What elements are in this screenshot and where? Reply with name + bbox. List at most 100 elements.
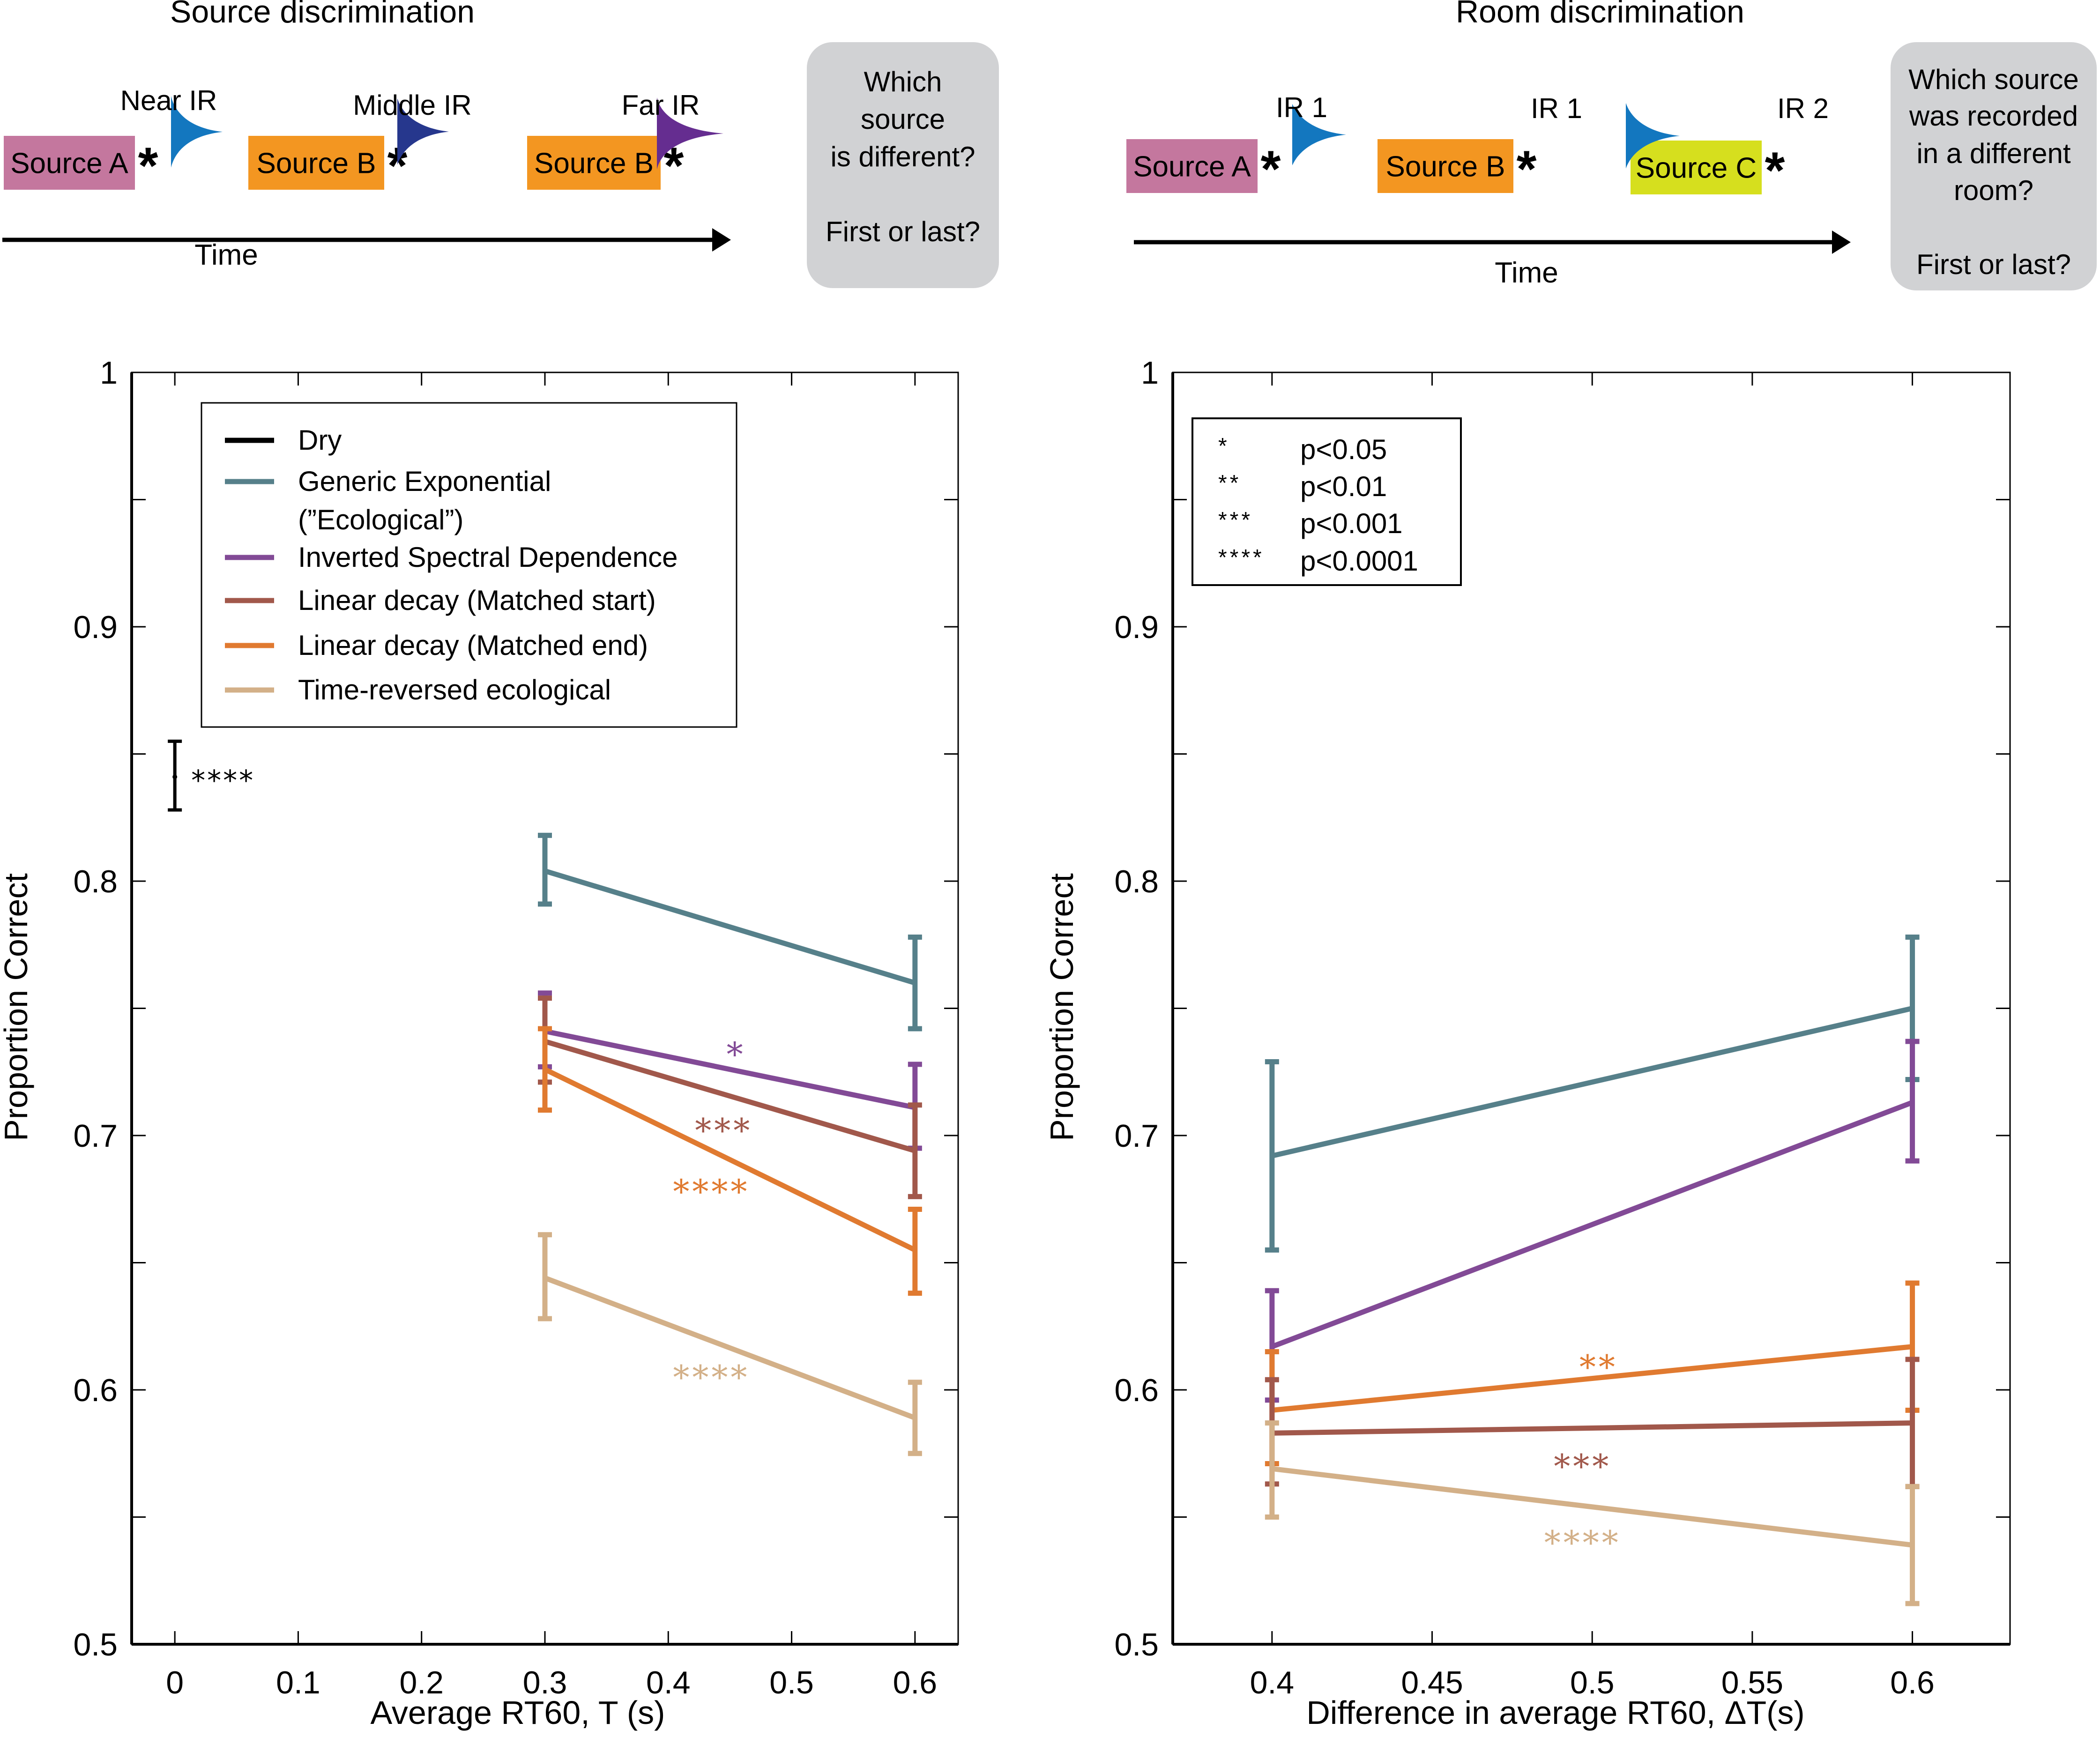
convolution-symbol: * xyxy=(1261,141,1281,198)
series-line xyxy=(544,1067,916,1253)
data-point xyxy=(1270,1154,1273,1158)
y-tick-label: 0.5 xyxy=(73,1627,118,1663)
series-line xyxy=(544,868,916,986)
legend-label: Linear decay (Matched end) xyxy=(298,630,648,661)
legend-label: (”Ecological”) xyxy=(298,504,463,535)
y-axis-label: Proportion Correct xyxy=(0,873,34,1141)
question-bubble xyxy=(807,42,999,288)
y-tick-label: 0.6 xyxy=(1114,1373,1159,1408)
question-text: source xyxy=(861,104,945,135)
question-text: Which xyxy=(864,66,942,97)
convolution-symbol: * xyxy=(1765,142,1785,200)
y-tick-label: 0.8 xyxy=(73,864,118,899)
data-point xyxy=(913,981,916,985)
data-point xyxy=(544,869,546,873)
data-point xyxy=(1270,1345,1273,1348)
data-point xyxy=(913,1149,916,1152)
time-label: Time xyxy=(1495,257,1558,289)
significance-stars: **** xyxy=(673,1358,750,1396)
data-point xyxy=(544,1277,546,1280)
impulse-response-icon xyxy=(1626,103,1680,169)
y-tick-label: 0.7 xyxy=(73,1118,118,1154)
series-line xyxy=(1272,1344,1913,1413)
arrow-head-icon xyxy=(1832,230,1851,254)
y-tick-label: 0.9 xyxy=(1114,609,1159,645)
significance-key-stars: ** xyxy=(1218,471,1241,496)
significance-key: *p<0.05**p<0.01***p<0.001****p<0.0001 xyxy=(1191,417,1462,586)
significance-key-label: p<0.05 xyxy=(1300,434,1387,465)
significance-stars: *** xyxy=(695,1112,752,1150)
y-axis-label: Proportion Correct xyxy=(1043,873,1080,1141)
convolution-symbol: * xyxy=(138,137,158,195)
ir-label: Far IR xyxy=(622,89,700,121)
x-axis-label: Average RT60, T (s) xyxy=(370,1694,665,1731)
impulse-response-icon xyxy=(1292,104,1346,165)
source-box xyxy=(1631,141,1762,194)
x-tick-label: 0.5 xyxy=(1570,1665,1615,1700)
series-line xyxy=(1272,1466,1913,1548)
question-text: Which source xyxy=(1908,64,2078,95)
y-tick-label: 0.5 xyxy=(1114,1627,1159,1663)
question-text: in a different xyxy=(1916,138,2070,169)
series-line xyxy=(544,1039,916,1153)
legend-label: Time-reversed ecological xyxy=(298,674,611,705)
question-text: First or last? xyxy=(826,216,980,247)
question-text: room? xyxy=(1954,175,2033,206)
x-tick-label: 0.1 xyxy=(276,1665,320,1700)
series-line xyxy=(1271,1006,1913,1158)
y-tick-label: 0.7 xyxy=(1114,1118,1159,1154)
y-tick-label: 0.8 xyxy=(1114,864,1159,899)
data-point xyxy=(1911,1007,1914,1010)
source-label: Source C xyxy=(1636,152,1757,185)
room-discrimination-schematic: Room discrimination Source A*Source B*So… xyxy=(1126,0,2097,290)
x-tick-label: 0.4 xyxy=(646,1665,691,1700)
series-line xyxy=(1272,1420,1913,1436)
data-point xyxy=(1911,1101,1914,1104)
data-point xyxy=(544,1068,546,1071)
data-point xyxy=(913,1416,916,1419)
significance-key-stars: **** xyxy=(1218,545,1265,570)
source-box xyxy=(4,136,135,190)
question-bubble xyxy=(1891,42,2097,290)
data-point xyxy=(1911,1345,1914,1348)
impulse-response-icon xyxy=(657,97,723,170)
legend-label: Inverted Spectral Dependence xyxy=(298,542,678,573)
significance-stars: ** xyxy=(1579,1348,1618,1387)
ir-label: IR 1 xyxy=(1276,92,1327,123)
significance-key-label: p<0.01 xyxy=(1300,471,1387,502)
x-tick-label: 0.5 xyxy=(769,1665,814,1700)
x-tick-label: 0 xyxy=(166,1665,184,1700)
series-line xyxy=(1271,1100,1914,1349)
source-label: Source B xyxy=(256,148,376,180)
y-tick-label: 1 xyxy=(100,355,118,391)
series-line xyxy=(544,1028,916,1110)
legend-label: Linear decay (Matched start) xyxy=(298,585,656,616)
significance-stars: **** xyxy=(673,1173,750,1211)
legend-label: Dry xyxy=(298,424,342,456)
ir-label: IR 1 xyxy=(1531,93,1582,124)
source-box xyxy=(248,136,384,190)
arrow-head-icon xyxy=(712,228,731,252)
series-line xyxy=(544,1275,916,1420)
data-point xyxy=(913,1248,916,1252)
significance-stars: * xyxy=(727,1035,746,1074)
axes: 0.5 0.6 0.7 0.8 0.9 1 0.4 0.45 0.5 0.55 0.6 xyxy=(1114,355,2010,1700)
source-label: Source B xyxy=(1385,151,1505,183)
legend-label: Generic Exponential xyxy=(298,466,551,497)
x-tick-label: 0.45 xyxy=(1401,1665,1463,1700)
x-tick-label: 0.4 xyxy=(1250,1665,1295,1700)
source-box xyxy=(527,136,661,190)
schematic-title: Source discrimination xyxy=(170,0,475,30)
legend-box xyxy=(201,402,737,728)
x-tick-label: 0.6 xyxy=(1890,1665,1935,1700)
x-tick-label: 0.55 xyxy=(1721,1665,1783,1700)
source-label: Source A xyxy=(1133,151,1251,183)
y-tick-label: 1 xyxy=(1141,355,1159,391)
significance-key-label: p<0.001 xyxy=(1300,508,1403,539)
y-tick-label: 0.6 xyxy=(73,1373,118,1408)
significance-key-label: p<0.0001 xyxy=(1300,545,1418,577)
